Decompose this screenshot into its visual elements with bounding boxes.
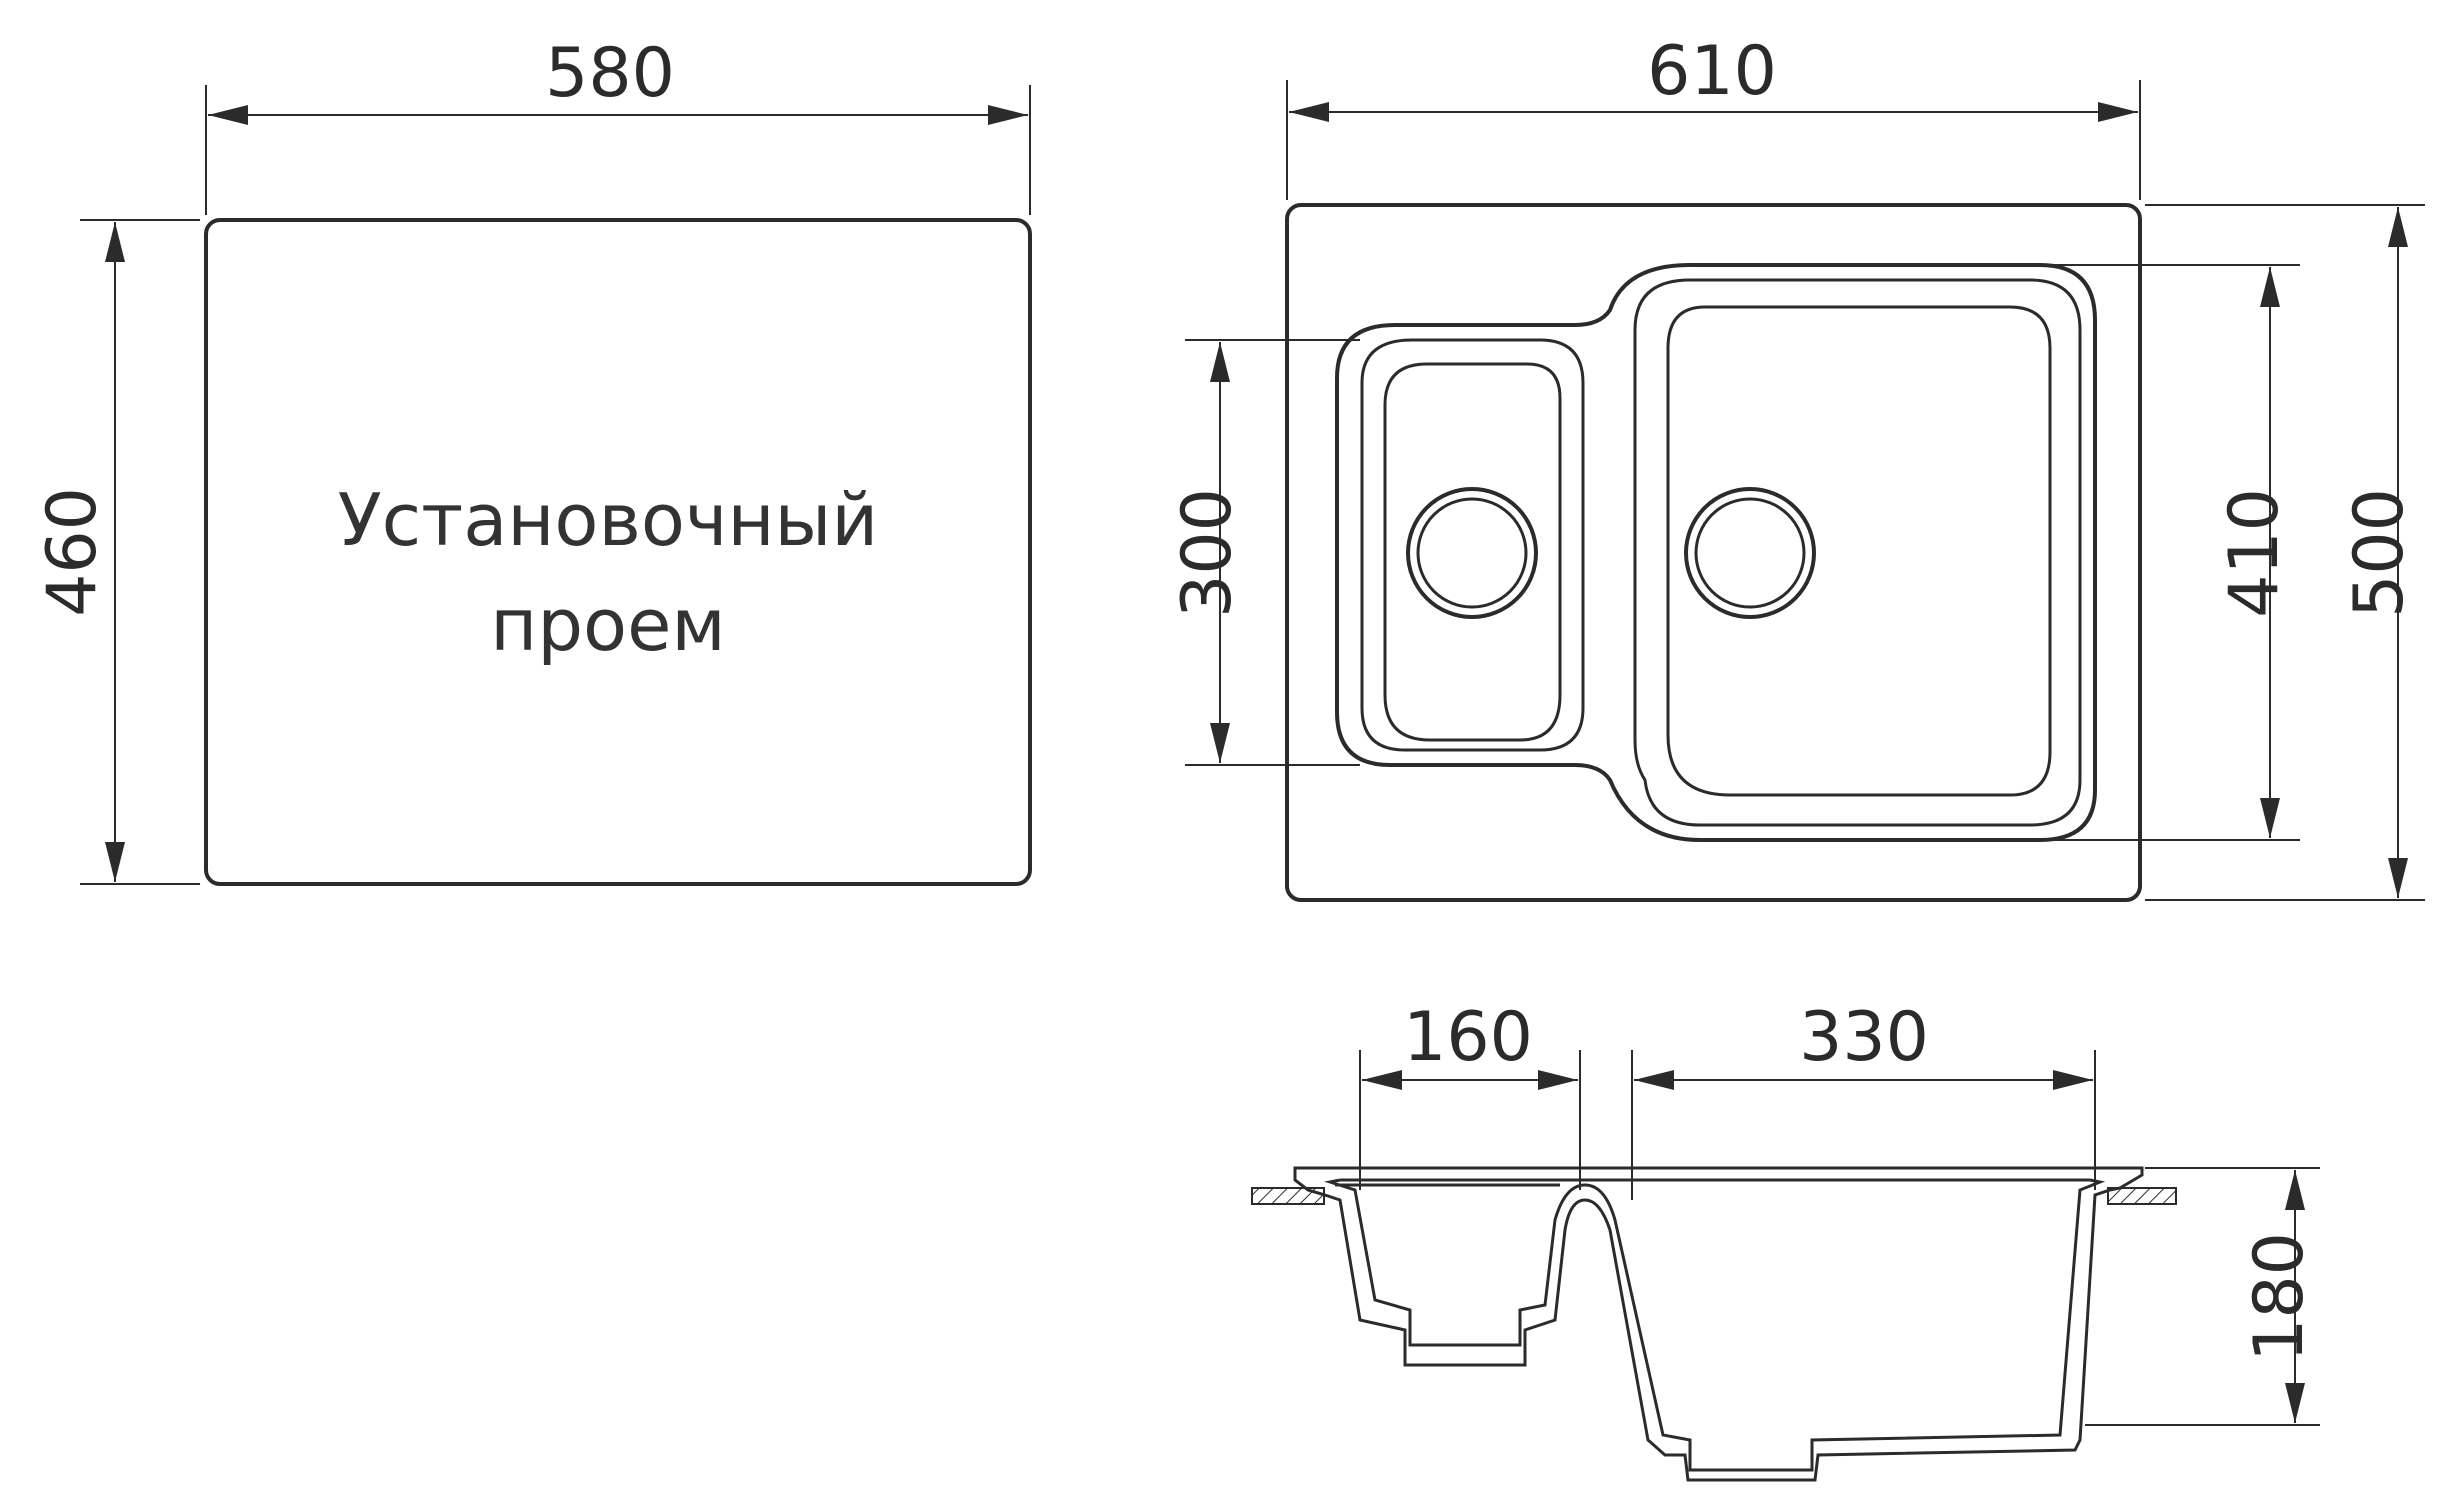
small-bowl-drain-inner [1416, 497, 1528, 609]
section-outer-profile [1293, 1166, 2144, 1482]
large-bowl-width-dimension [1631, 1050, 2096, 1200]
sink-width-dimension [1286, 80, 2141, 200]
sink-height-dimension [2145, 204, 2425, 901]
sink-section-view [1251, 1166, 2177, 1482]
small-bowl-outline [1360, 338, 1585, 752]
sink-width-label: 610 [1647, 32, 1777, 111]
cutout-label-line2: проем [490, 583, 725, 667]
small-bowl-drain-outer [1406, 487, 1538, 619]
depth-label: 180 [2240, 1232, 2319, 1362]
sink-top-view [1285, 203, 2142, 902]
cutout-view: 580 460 Установочный проем [33, 34, 1032, 886]
countertop-right-hatch [2107, 1187, 2177, 1205]
small-bowl-height-label: 300 [1168, 488, 1247, 618]
depth-dimension [2085, 1167, 2320, 1426]
sink-outer-rim [1285, 203, 2142, 902]
cutout-height-label: 460 [33, 487, 112, 617]
small-bowl-inner [1383, 362, 1562, 742]
large-bowl-outline [1633, 278, 2082, 827]
cutout-width-dimension [205, 85, 1031, 215]
cutout-height-dimension [80, 219, 200, 885]
small-bowl-width-dimension [1359, 1050, 1581, 1190]
sink-height-label: 500 [2340, 488, 2419, 618]
large-bowl-width-label: 330 [1799, 998, 1929, 1077]
small-bowl-width-label: 160 [1403, 998, 1533, 1077]
large-bowl-drain-inner [1694, 497, 1806, 609]
bowls-outer-outline [1335, 263, 2097, 842]
cutout-outline [204, 218, 1032, 886]
section-inner-profile [1324, 1178, 2106, 1472]
cutout-label-line1: Установочный [338, 478, 878, 562]
small-bowl-height-dimension [1185, 339, 1360, 766]
large-bowl-drain-outer [1684, 487, 1816, 619]
cutout-width-label: 580 [545, 34, 675, 113]
large-bowl-height-label: 410 [2215, 488, 2294, 618]
large-bowl-inner [1666, 305, 2052, 797]
large-bowl-height-dimension [2045, 264, 2300, 841]
